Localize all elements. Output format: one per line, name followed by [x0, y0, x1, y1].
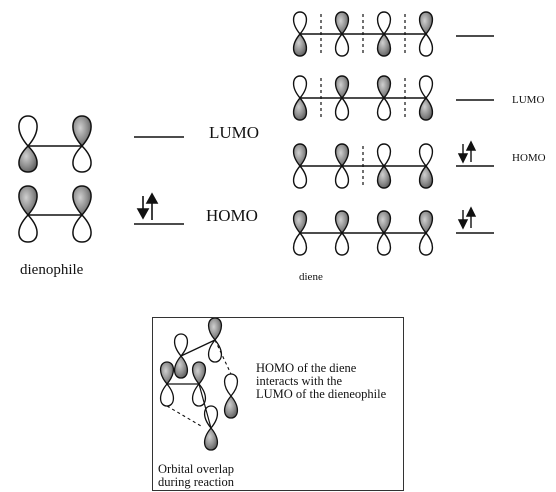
dienophile-homo-orbitals [18, 185, 92, 243]
diene-psi1-electrons [457, 206, 477, 230]
dienophile-lumo-orbitals [18, 115, 92, 173]
dienophile-lumo-label: LUMO [209, 123, 260, 142]
inset-overlap-line1: Orbital overlap [158, 462, 235, 476]
diene-psi3-orbitals [292, 75, 434, 121]
diene-psi3-nodes [320, 78, 406, 120]
inset-caption-line3: LUMO of the dieneophile [256, 387, 387, 401]
diene-psi4-nodes [320, 14, 406, 56]
diene-label: diene [299, 271, 323, 283]
diene-homo-electrons [457, 140, 477, 164]
dienophile-homo-electrons [136, 192, 159, 220]
inset-caption-line2: interacts with the [256, 374, 343, 388]
diene-psi4-orbitals [292, 11, 434, 57]
dienophile-label: dienophile [20, 262, 84, 278]
overlap-drawing [159, 318, 239, 451]
inset-caption-line1: HOMO of the diene [256, 361, 357, 375]
inset-overlap-line2: during reaction [158, 475, 235, 489]
orbital-overlap-inset: HOMO of the diene interacts with the LUM… [152, 317, 404, 491]
diene-homo-label: HOMO [512, 152, 546, 164]
dienophile-homo-label: HOMO [206, 206, 258, 225]
diene-lumo-label: LUMO [512, 94, 545, 106]
diene-psi1-orbitals [292, 210, 434, 256]
